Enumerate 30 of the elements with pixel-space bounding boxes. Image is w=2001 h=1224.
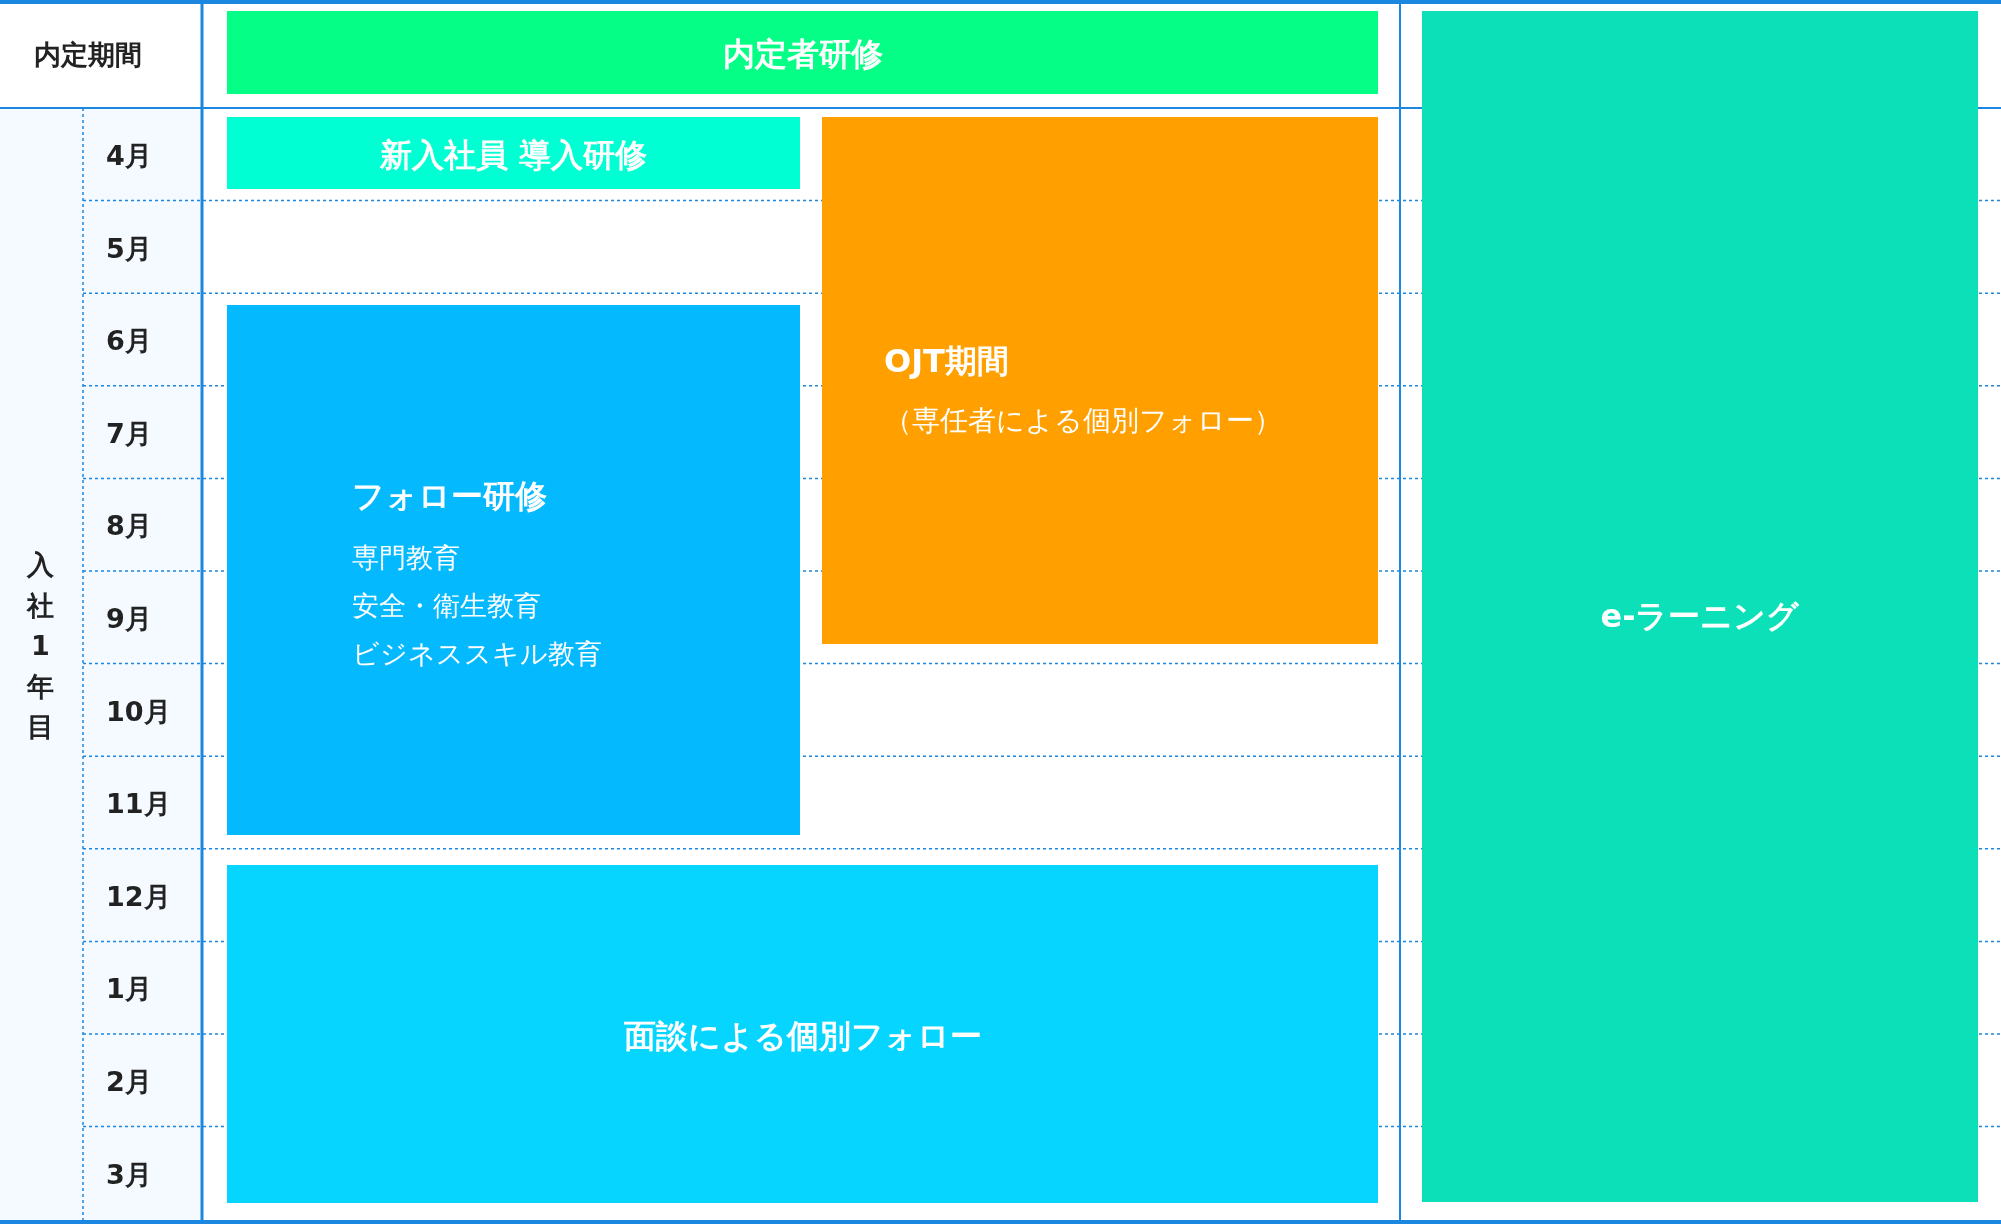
- box-title: フォロー研修: [352, 476, 547, 517]
- box-text: 安全・衛生教育: [352, 589, 541, 623]
- training-bar: [227, 11, 1378, 94]
- box-title: 新入社員 導入研修: [378, 135, 649, 176]
- month-label: 11月: [106, 787, 171, 822]
- box-text: （専任者による個別フォロー）: [884, 403, 1282, 439]
- month-label: 5月: [106, 231, 152, 266]
- period-header: 内定期間: [34, 38, 142, 72]
- training-block: [227, 305, 800, 835]
- training-block: [822, 117, 1378, 644]
- month-label: 9月: [106, 602, 152, 636]
- box-text: ビジネススキル教育: [352, 637, 602, 671]
- month-label: 12月: [106, 879, 171, 914]
- box-title: OJT期間: [884, 341, 1009, 382]
- month-label: 7月: [106, 416, 152, 451]
- training-block: [227, 865, 1378, 1203]
- month-label: 8月: [106, 509, 152, 544]
- month-label: 3月: [106, 1157, 152, 1192]
- month-label: 10月: [106, 694, 171, 729]
- box-title: 内定者研修: [721, 34, 884, 75]
- box-title: e-ラーニング: [1599, 596, 1801, 637]
- month-label: 2月: [106, 1065, 152, 1099]
- box-title: 面談による個別フォロー: [622, 1016, 983, 1057]
- training-bar: [227, 117, 800, 189]
- year-header: 入社1年目: [27, 548, 54, 744]
- month-label: 1月: [106, 972, 152, 1007]
- month-label: 4月: [106, 139, 152, 173]
- training-column: [1422, 11, 1978, 1202]
- box-text: 専門教育: [352, 541, 460, 575]
- month-label: 6月: [106, 324, 152, 359]
